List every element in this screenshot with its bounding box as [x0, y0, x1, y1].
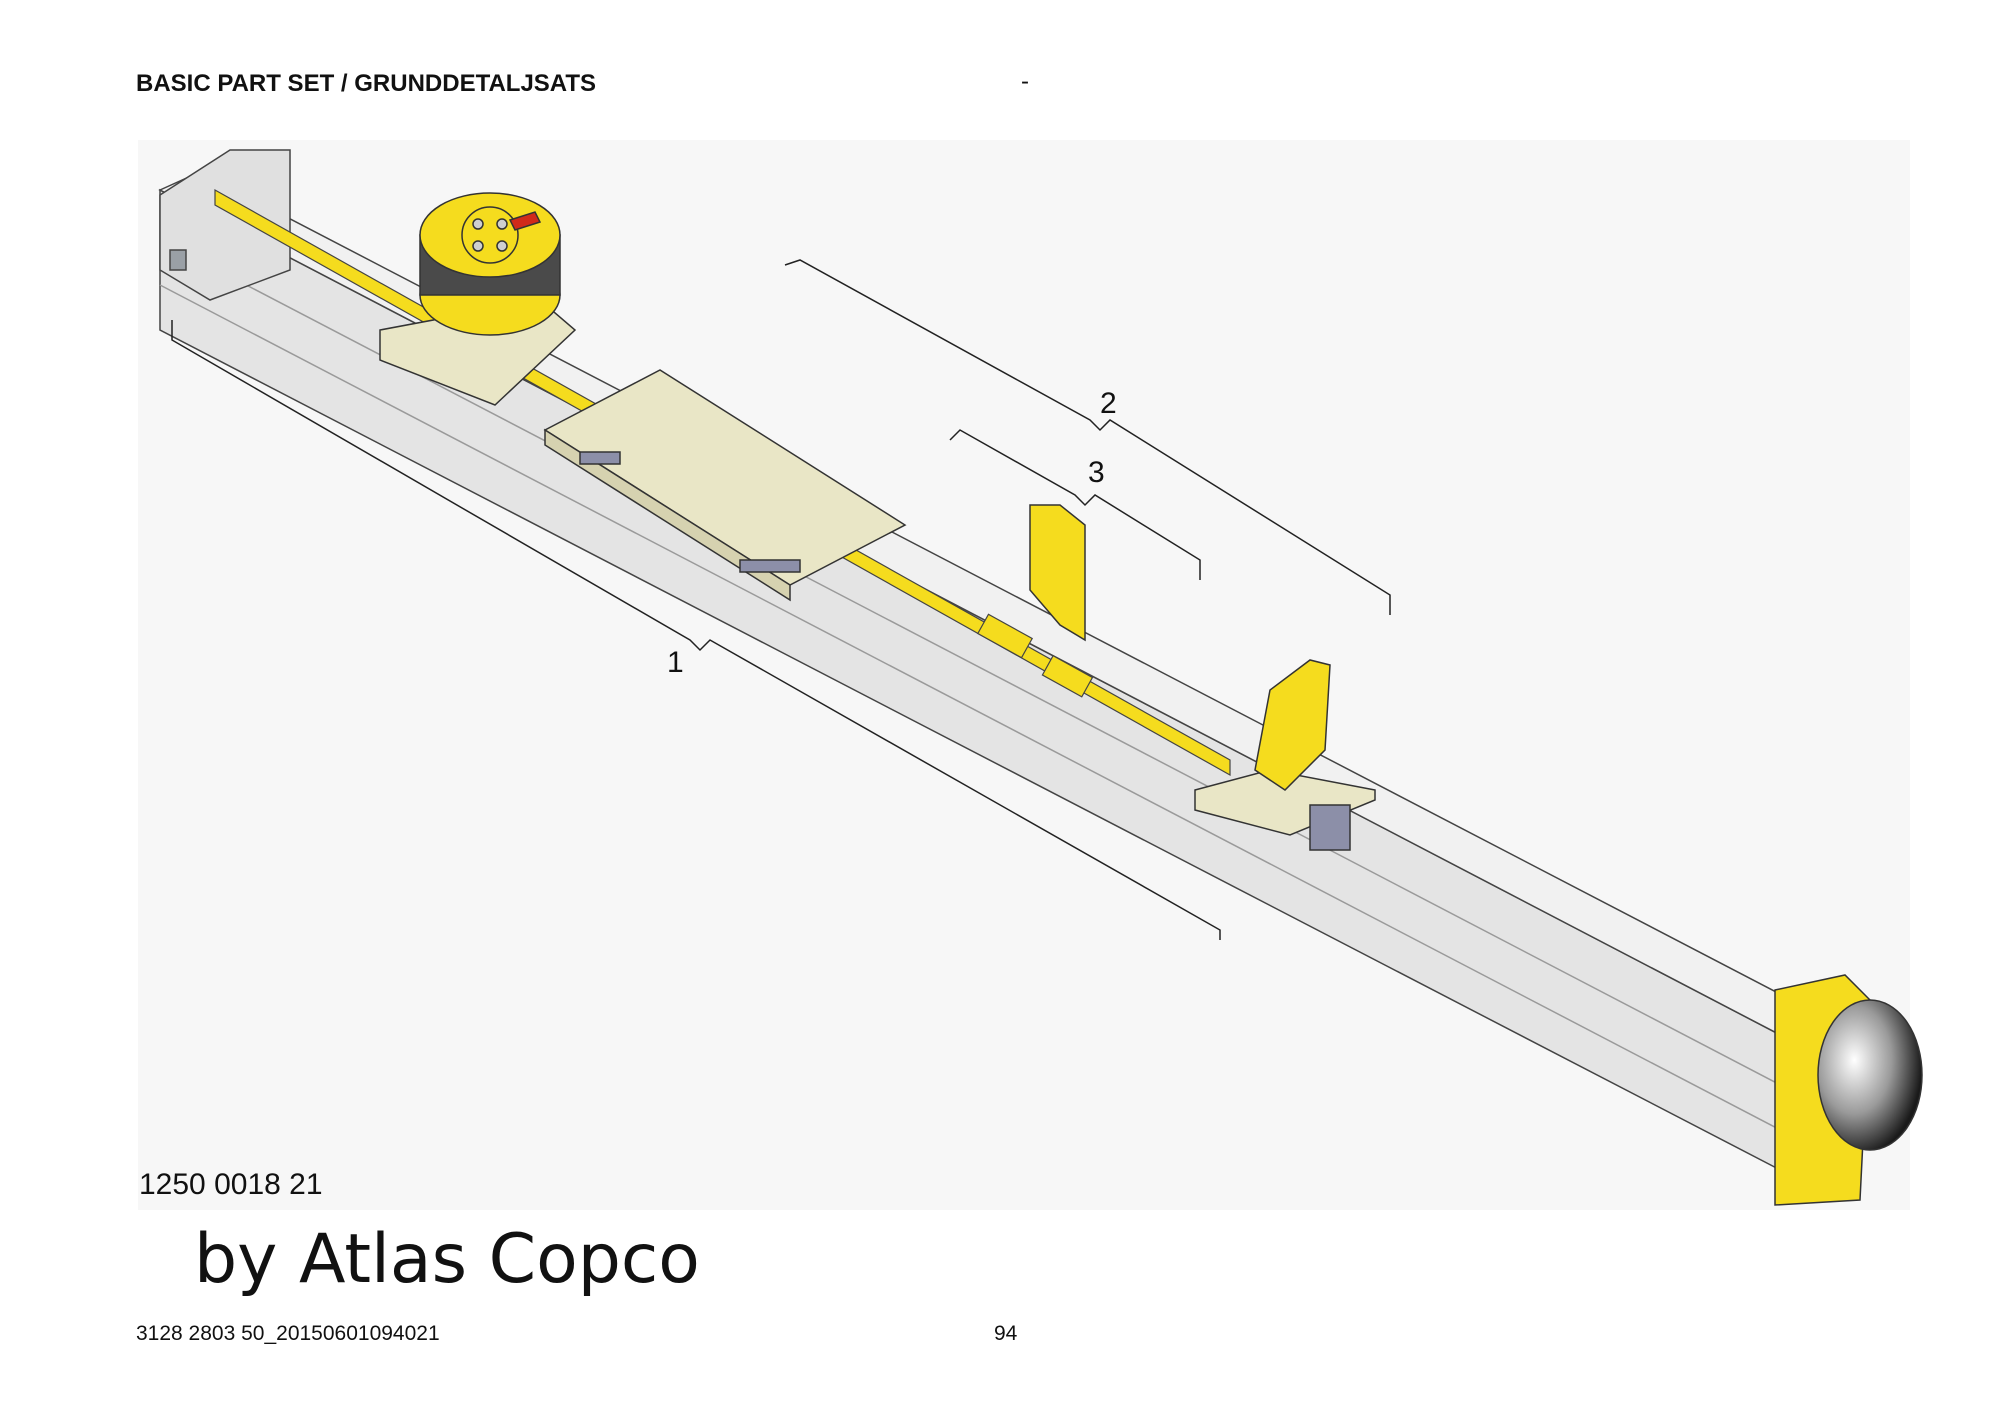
front-rod-holder [1774, 974, 1923, 1206]
callout-label-3: 3 [1088, 456, 1105, 489]
callout-label-1: 1 [667, 646, 684, 679]
hose-guide-bracket [1029, 504, 1086, 642]
header-dash: - [1021, 68, 1029, 95]
hose-reel [379, 192, 577, 406]
document-id: 3128 2803 50_20150601094021 [136, 1322, 440, 1345]
callout-bracket-1 [171, 320, 1221, 940]
beam-end-plate [159, 149, 291, 301]
callout-bracket-2 [784, 259, 1391, 615]
callout-label-2: 2 [1100, 387, 1117, 420]
drawing-number: 1250 0018 21 [139, 1168, 323, 1201]
watermark-text: by Atlas Copco [194, 1220, 700, 1299]
centralizer [1194, 659, 1376, 851]
cradle-plate [543, 369, 907, 602]
page-title: BASIC PART SET / GRUNDDETALJSATS [136, 70, 597, 97]
page-number: 94 [994, 1322, 1018, 1345]
callout-bracket-3 [949, 429, 1201, 580]
